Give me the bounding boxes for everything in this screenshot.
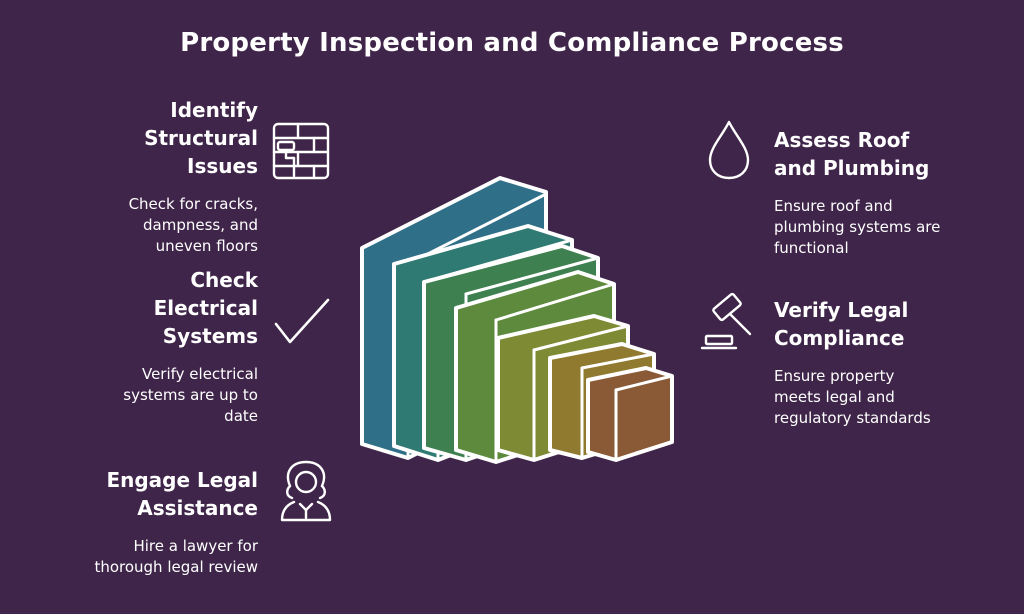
- step-description: Hire a lawyer for thorough legal review: [94, 537, 258, 576]
- step-assess-roof-and-plumbing: Assess Roof and Plumbing Ensure roof and…: [774, 126, 1004, 259]
- stacked-layers-graphic: [350, 168, 690, 468]
- gavel-icon: [700, 292, 760, 352]
- step-description: Ensure roof and plumbing systems are fun…: [774, 197, 941, 257]
- step-identify-structural-issues: Identify Structural Issues Check for cra…: [60, 96, 258, 257]
- judge-icon: [276, 458, 336, 522]
- step-heading: Verify Legal Compliance: [774, 298, 909, 350]
- step-heading: Check Electrical Systems: [153, 268, 258, 348]
- step-description: Check for cracks, dampness, and uneven f…: [128, 195, 258, 255]
- water-drop-icon: [704, 118, 754, 182]
- step-engage-legal-assistance: Engage Legal Assistance Hire a lawyer fo…: [40, 466, 258, 578]
- step-description: Ensure property meets legal and regulato…: [774, 367, 931, 427]
- step-description: Verify electrical systems are up to date: [123, 365, 258, 425]
- step-heading: Identify Structural Issues: [144, 98, 258, 178]
- step-check-electrical-systems: Check Electrical Systems Verify electric…: [60, 266, 258, 427]
- step-heading: Engage Legal Assistance: [106, 468, 258, 520]
- step-verify-legal-compliance: Verify Legal Compliance Ensure property …: [774, 296, 1004, 429]
- paint-roller-wall-icon: [268, 118, 334, 184]
- checkmark-icon: [272, 294, 332, 350]
- layer-7: [586, 366, 674, 462]
- diagram-title: Property Inspection and Compliance Proce…: [180, 28, 844, 58]
- step-heading: Assess Roof and Plumbing: [774, 128, 930, 180]
